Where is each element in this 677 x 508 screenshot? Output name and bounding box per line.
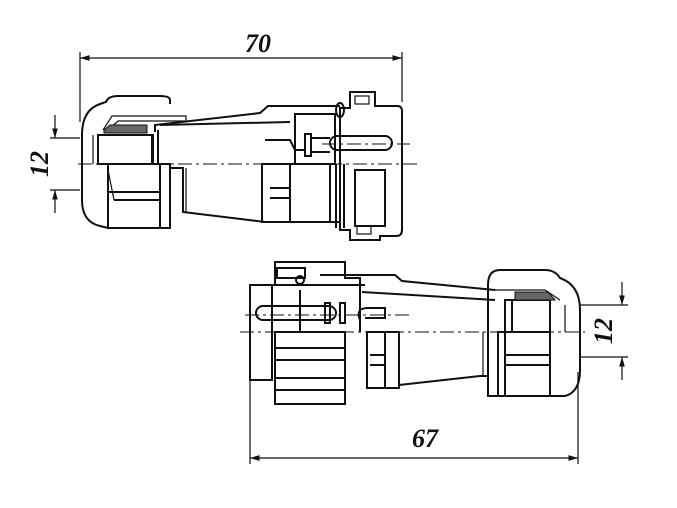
bottom-diameter-label: 12	[589, 318, 618, 344]
bottom-connector	[240, 261, 585, 405]
top-diameter-dimension: 12	[25, 115, 80, 213]
top-diameter-label: 12	[25, 151, 54, 177]
top-length-dimension: 70	[79, 29, 403, 122]
bottom-diameter-dimension: 12	[580, 282, 628, 380]
bottom-length-label: 67	[412, 424, 439, 453]
top-connector	[78, 91, 420, 241]
bottom-length-dimension: 67	[249, 372, 579, 464]
top-length-label: 70	[245, 29, 271, 58]
